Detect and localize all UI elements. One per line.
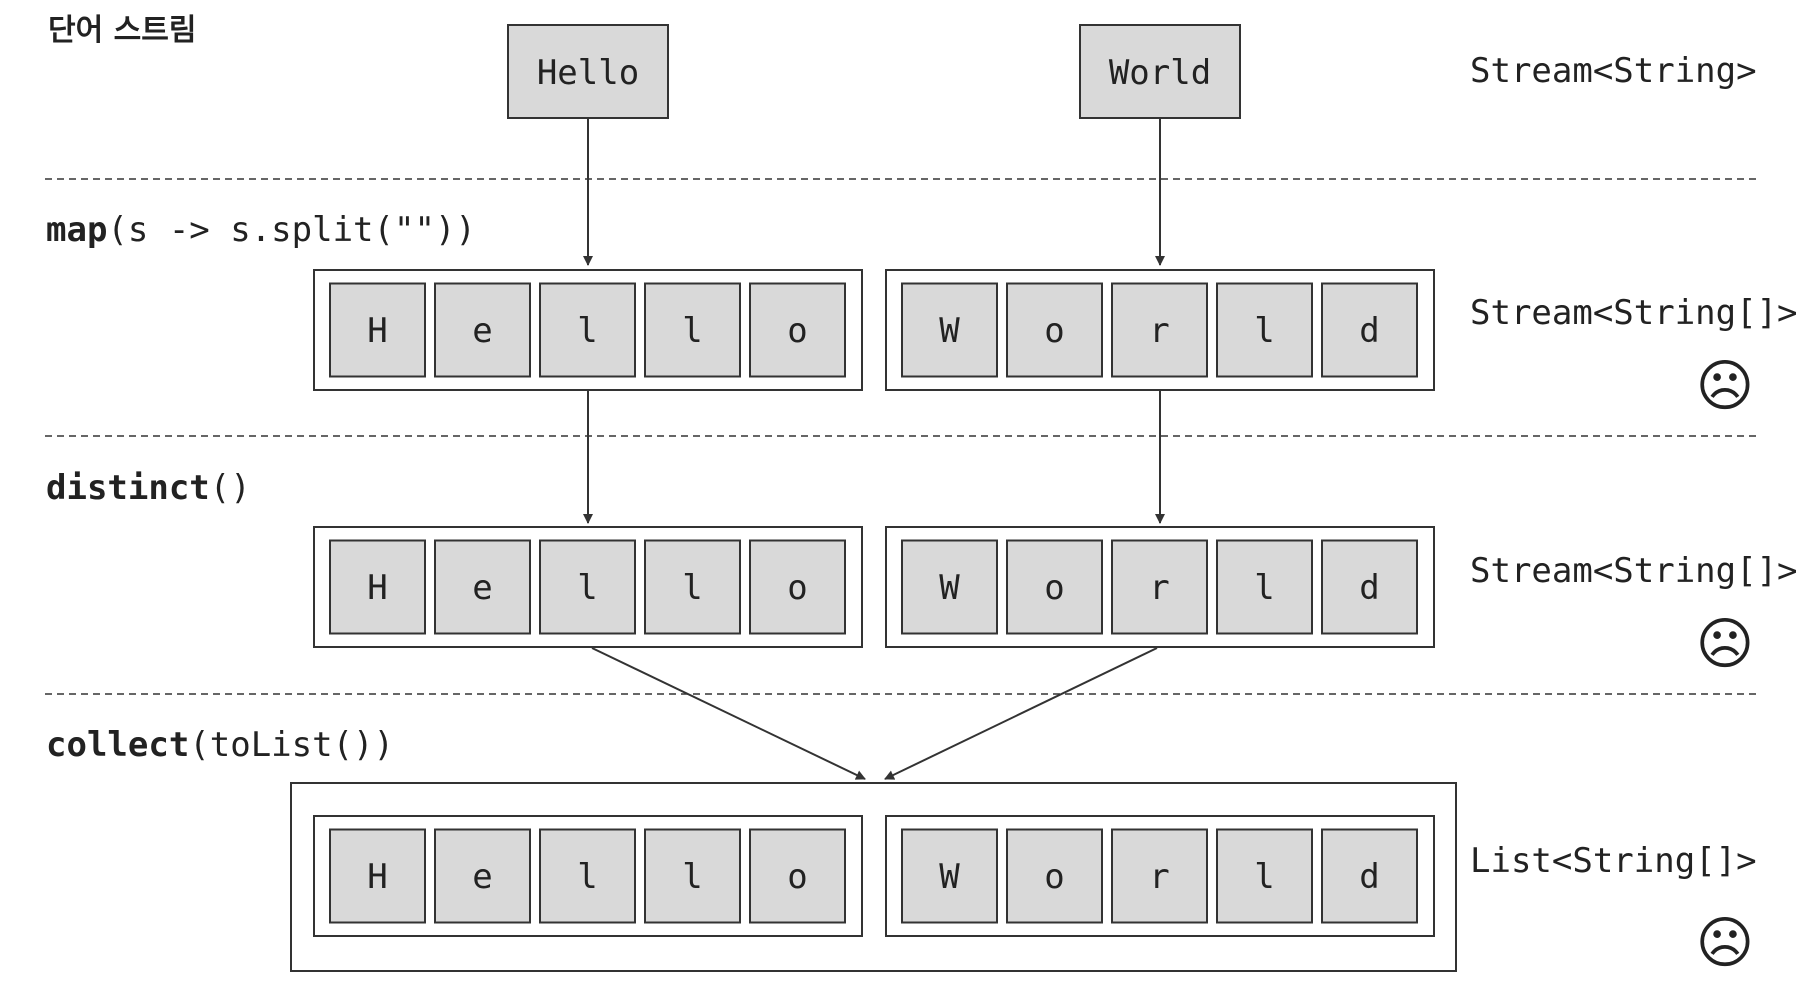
op-method: distinct [46, 468, 210, 508]
char-label: e [472, 311, 492, 351]
char-cell [1321, 828, 1418, 924]
char-label: d [1359, 311, 1379, 351]
char-array-frame [313, 815, 863, 937]
char-label: l [1254, 857, 1274, 897]
flow-arrow [591, 647, 866, 780]
char-cell [329, 282, 426, 378]
char-cell [434, 539, 531, 635]
char-label: l [577, 568, 597, 608]
char-label: e [472, 568, 492, 608]
char-label: l [577, 311, 597, 351]
char-label: o [1044, 568, 1064, 608]
char-cell [644, 282, 741, 378]
type-label-map: Stream<String[]> [1470, 293, 1798, 333]
char-array-frame [885, 526, 1435, 648]
diagram-title: 단어 스트림 [48, 13, 196, 48]
char-cell [749, 828, 846, 924]
char-cell [901, 828, 998, 924]
char-cell [1216, 828, 1313, 924]
char-cell [434, 828, 531, 924]
char-array-frame [885, 269, 1435, 391]
flow-arrow [884, 647, 1158, 780]
word-box-world: World [1079, 24, 1241, 119]
char-label: W [939, 311, 960, 351]
char-label: l [1254, 568, 1274, 608]
sad-face-icon: ☹ [1696, 911, 1754, 976]
char-cell [644, 539, 741, 635]
char-cell [329, 828, 426, 924]
char-label: W [939, 857, 960, 897]
char-label: d [1359, 857, 1379, 897]
char-cell [329, 539, 426, 635]
word-box-hello: Hello [507, 24, 669, 119]
type-label-collect: List<String[]> [1470, 841, 1757, 881]
char-label: l [682, 311, 702, 351]
char-label: o [787, 568, 807, 608]
char-cell [539, 282, 636, 378]
char-array-frame [885, 815, 1435, 937]
char-label: e [472, 857, 492, 897]
char-label: W [939, 568, 960, 608]
char-cell [539, 828, 636, 924]
char-cell [1321, 282, 1418, 378]
char-cell [1216, 539, 1313, 635]
op-method: map [46, 210, 107, 250]
char-label: r [1149, 568, 1169, 608]
op-label-distinct: distinct() [46, 468, 251, 508]
char-cell [1111, 282, 1208, 378]
char-label: l [682, 568, 702, 608]
word-label: World [1109, 53, 1211, 93]
char-label: r [1149, 857, 1169, 897]
char-array-frame [313, 526, 863, 648]
char-cell [749, 539, 846, 635]
list-container [290, 782, 1457, 972]
op-args: (s -> s.split("")) [107, 210, 475, 250]
sad-face-icon: ☹ [1696, 612, 1754, 677]
char-label: H [367, 568, 387, 608]
char-cell [539, 539, 636, 635]
char-cell [749, 282, 846, 378]
char-label: o [1044, 311, 1064, 351]
char-label: H [367, 311, 387, 351]
type-label-top: Stream<String> [1470, 51, 1757, 91]
op-args: () [210, 468, 251, 508]
char-label: H [367, 857, 387, 897]
op-args: (toList()) [189, 725, 394, 765]
char-label: o [787, 857, 807, 897]
char-cell [1006, 282, 1103, 378]
char-label: r [1149, 311, 1169, 351]
char-cell [434, 282, 531, 378]
char-cell [1216, 282, 1313, 378]
op-label-map: map(s -> s.split("")) [46, 210, 476, 250]
char-cell [1321, 539, 1418, 635]
char-label: l [577, 857, 597, 897]
char-array-frame [313, 269, 863, 391]
char-label: l [682, 857, 702, 897]
char-cell [901, 282, 998, 378]
char-label: o [787, 311, 807, 351]
op-method: collect [46, 725, 189, 765]
char-cell [1006, 539, 1103, 635]
type-label-distinct: Stream<String[]> [1470, 551, 1798, 591]
char-cell [1006, 828, 1103, 924]
op-label-collect: collect(toList()) [46, 725, 394, 765]
char-cell [1111, 828, 1208, 924]
char-cell [901, 539, 998, 635]
char-label: d [1359, 568, 1379, 608]
char-label: o [1044, 857, 1064, 897]
word-label: Hello [537, 53, 639, 93]
char-cell [1111, 539, 1208, 635]
char-cell [644, 828, 741, 924]
sad-face-icon: ☹ [1696, 354, 1754, 419]
char-label: l [1254, 311, 1274, 351]
